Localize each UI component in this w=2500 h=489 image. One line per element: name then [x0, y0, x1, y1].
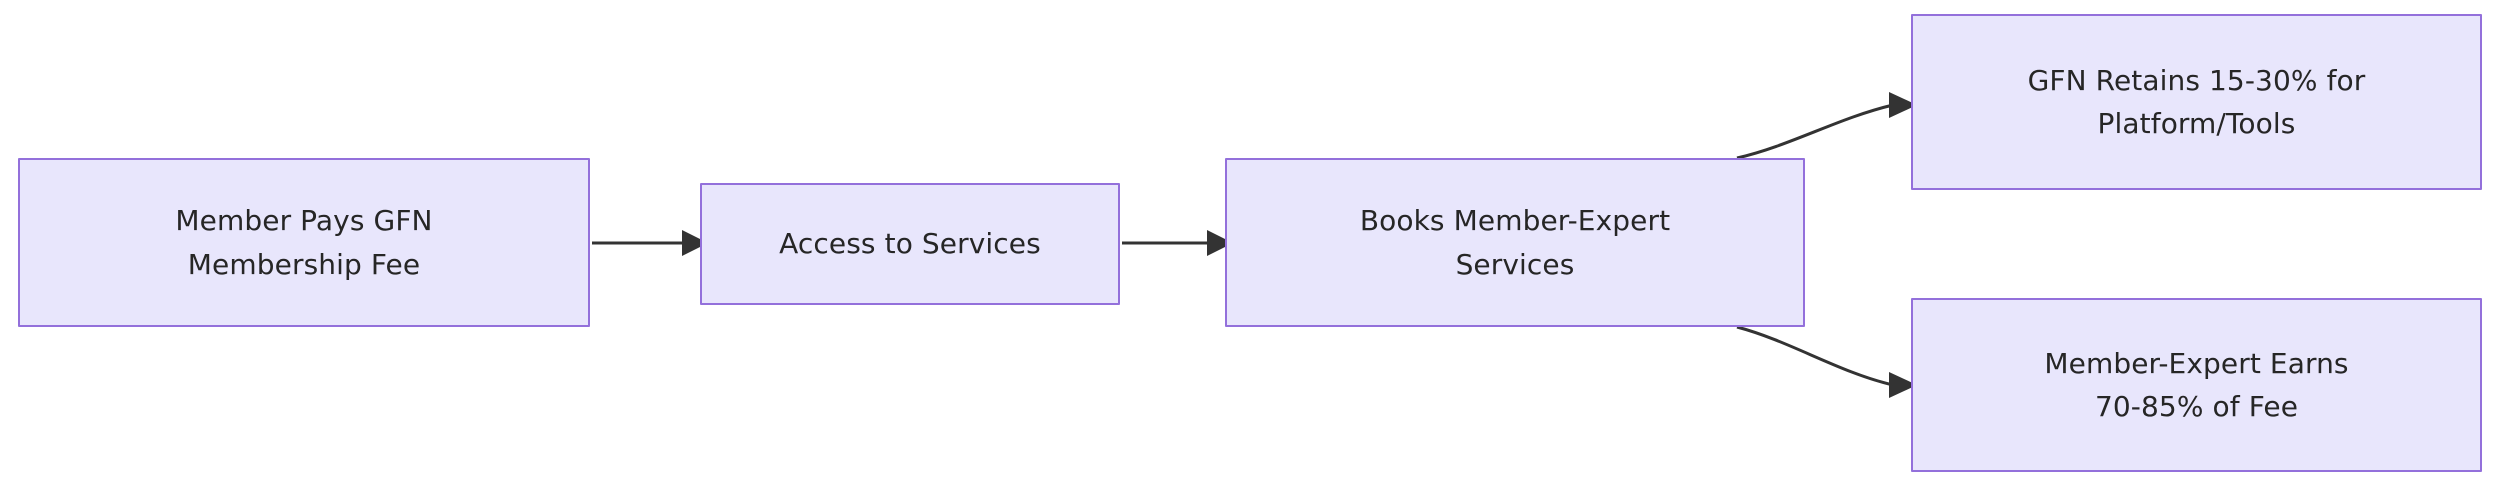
- node-member-pays-fee-label: Member Pays GFN Membership Fee: [175, 204, 433, 281]
- node-access-to-services[interactable]: Access to Services: [700, 183, 1120, 305]
- edge-member-pays-fee-to-access-to-services: [592, 230, 708, 256]
- node-books-member-expert-services-label: Books Member-Expert Services: [1359, 204, 1671, 281]
- node-member-expert-earns[interactable]: Member-Expert Earns 70-85% of Fee: [1911, 298, 2482, 472]
- edge-access-to-services-to-books-member-expert-services: [1122, 230, 1233, 256]
- edge-books-member-expert-services-to-member-expert-earns: [1736, 325, 1917, 398]
- node-gfn-retains[interactable]: GFN Retains 15-30% for Platform/Tools: [1911, 14, 2482, 190]
- node-books-member-expert-services[interactable]: Books Member-Expert Services: [1225, 158, 1805, 327]
- node-gfn-retains-label: GFN Retains 15-30% for Platform/Tools: [2027, 63, 2366, 140]
- edge-books-member-expert-services-to-gfn-retains: [1736, 92, 1917, 160]
- node-access-to-services-label: Access to Services: [779, 227, 1041, 261]
- node-member-expert-earns-label: Member-Expert Earns 70-85% of Fee: [2044, 346, 2349, 423]
- node-member-pays-fee[interactable]: Member Pays GFN Membership Fee: [18, 158, 590, 327]
